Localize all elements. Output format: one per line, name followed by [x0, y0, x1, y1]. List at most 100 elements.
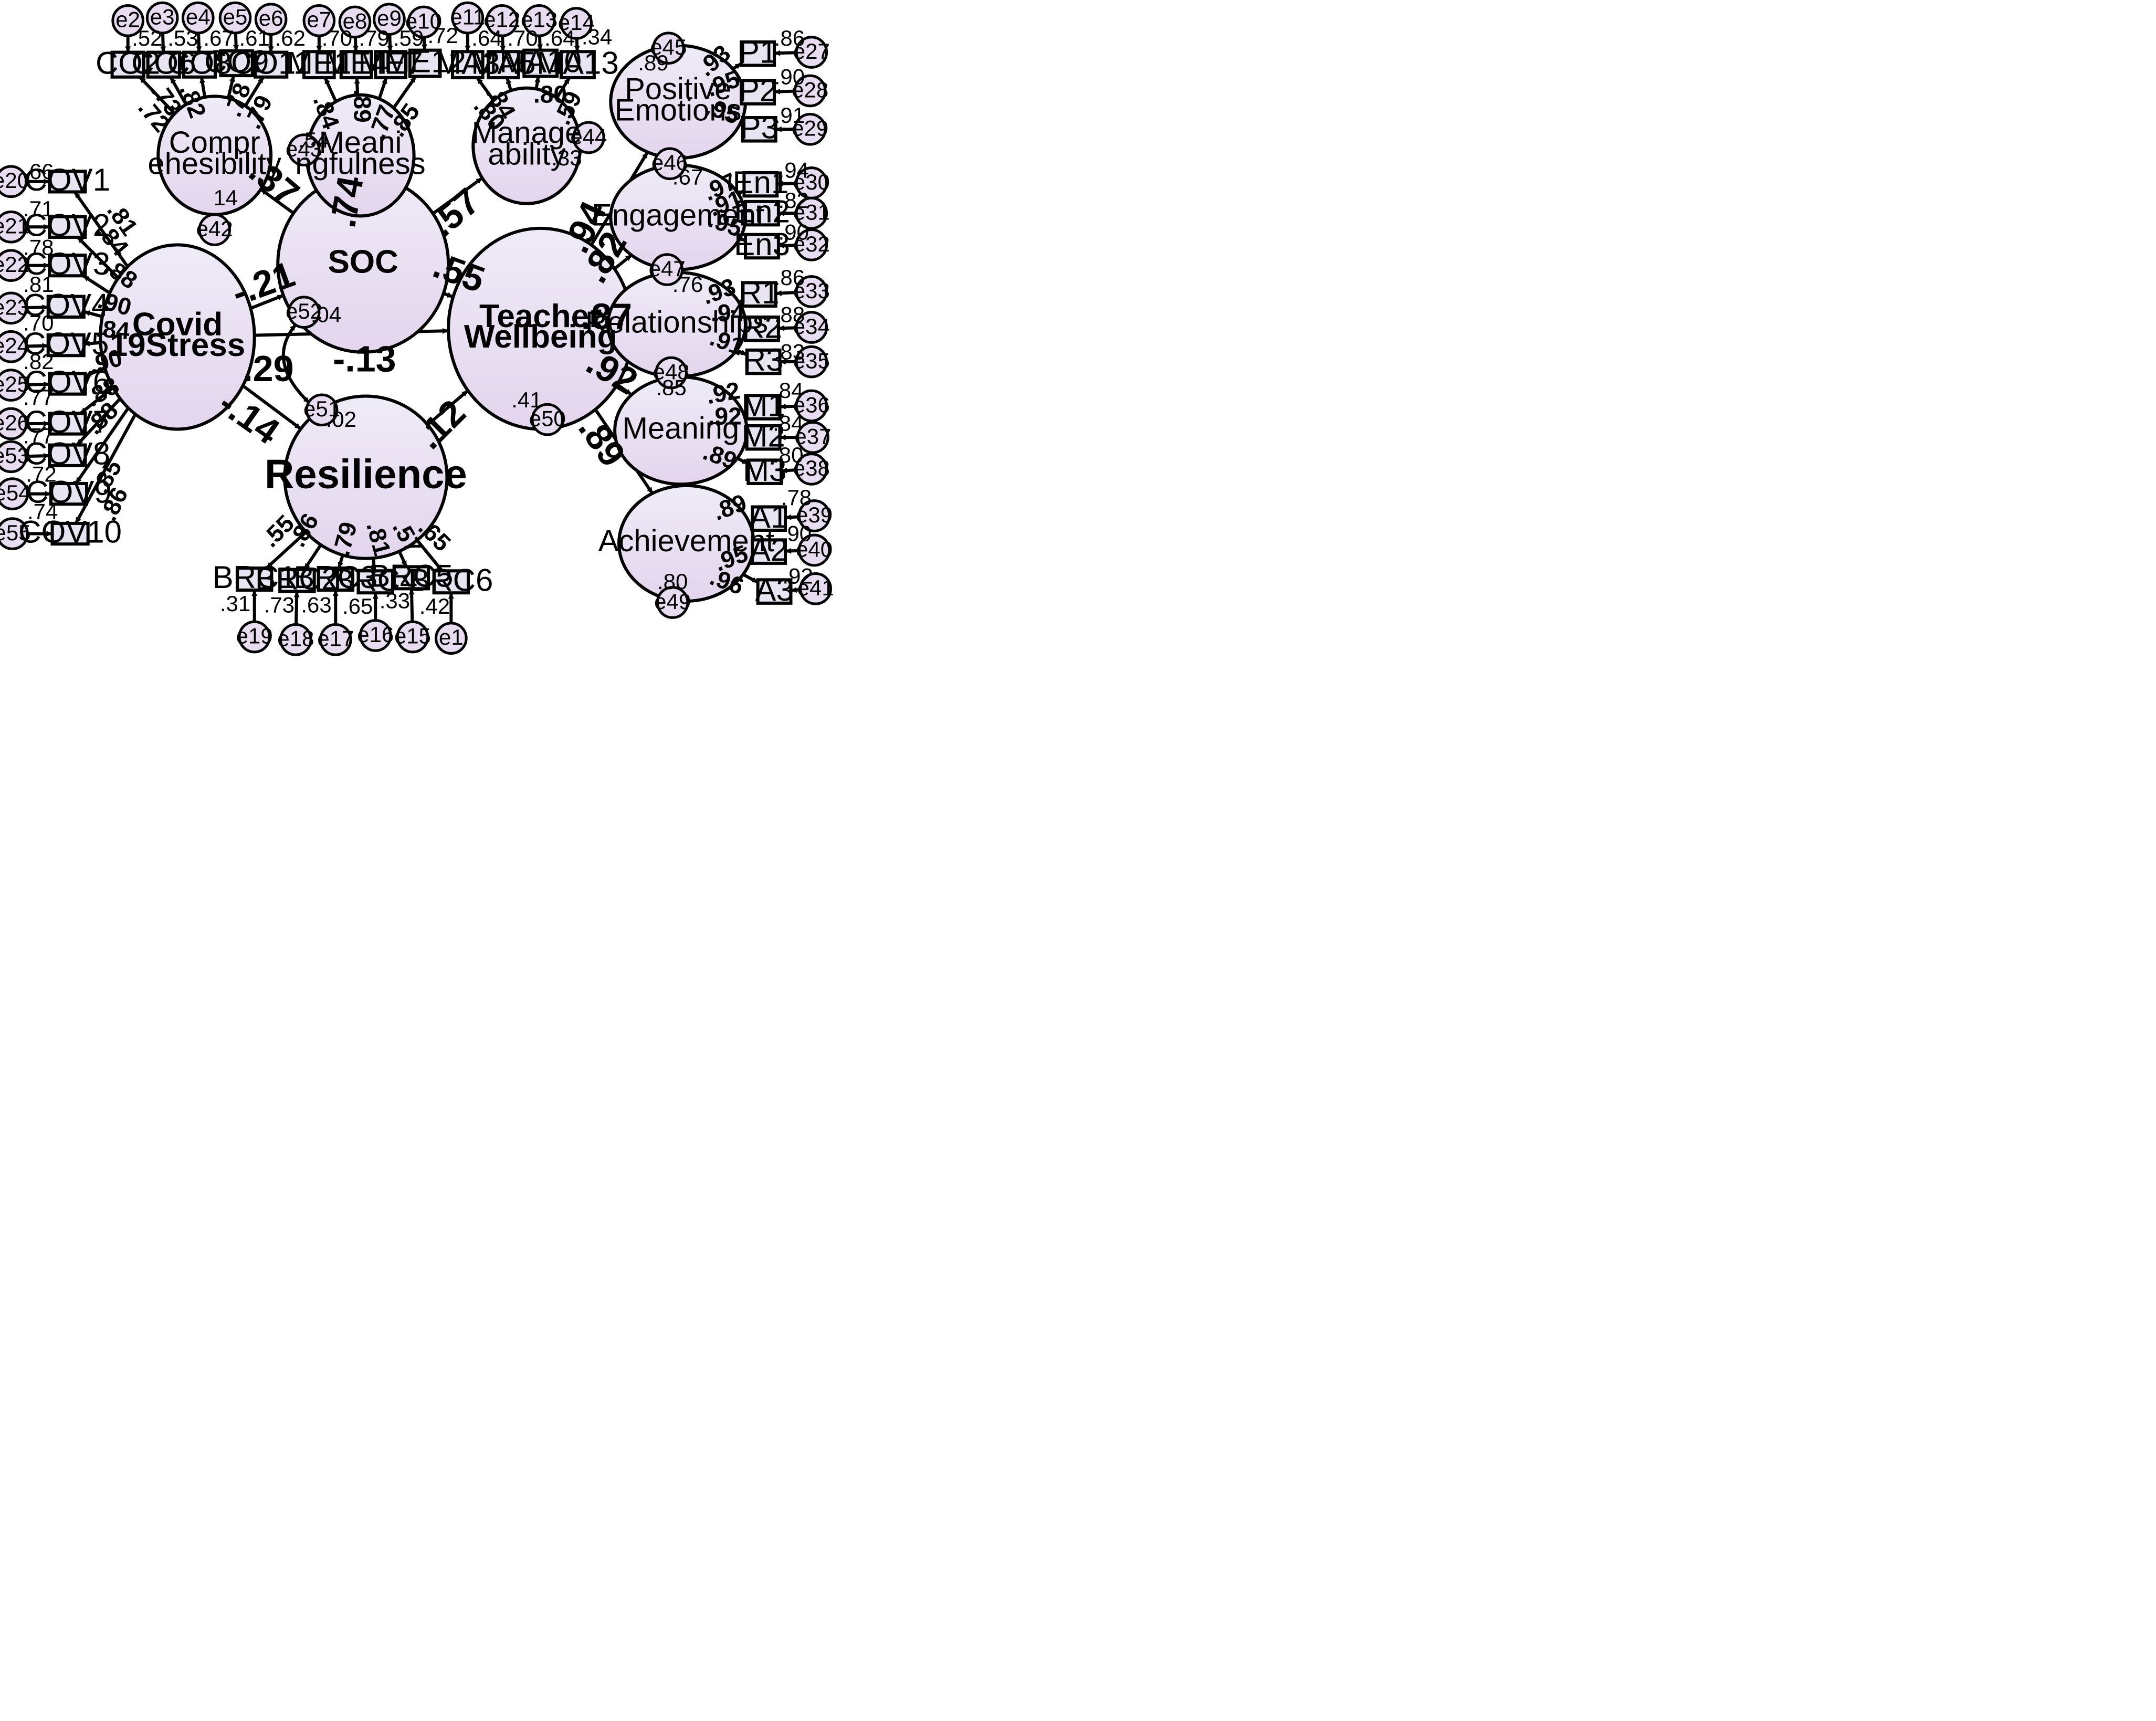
loading-arrow-ma13 — [555, 77, 571, 99]
indicator-cov6 — [48, 372, 87, 396]
error-e37-label: e37 — [794, 424, 831, 449]
error-e40 — [797, 533, 831, 567]
error-arrow-e23 — [26, 304, 48, 310]
indicator-en3-label: En3 — [734, 227, 790, 262]
error-e4-label: e4 — [186, 4, 211, 29]
indicator-co9 — [219, 49, 254, 78]
indicator-a2 — [751, 538, 787, 565]
indicator-brc6 — [432, 569, 470, 595]
loading-arrow-me1 — [323, 77, 338, 102]
indicator-en1 — [742, 171, 779, 198]
error-e17 — [319, 623, 352, 656]
indicator-brc3-label: BRC3 — [293, 560, 377, 595]
error-e25-label: e25 — [0, 372, 29, 396]
loading-arrow-cov9 — [75, 407, 130, 485]
error-e34-label: e34 — [793, 314, 830, 339]
shapes-layer — [0, 1, 832, 656]
r2-en2: .82 — [779, 188, 809, 213]
latent-pe-label: Emotions — [615, 93, 742, 128]
error-arrow-e39 — [785, 514, 800, 520]
error-arrow-e18 — [293, 591, 300, 625]
indicator-me12 — [408, 48, 442, 78]
indicator-cov7-label: COV7 — [25, 404, 110, 439]
r2-en1: .94 — [779, 158, 809, 183]
indicator-en2-label: En2 — [734, 194, 790, 229]
r2-brc3: .63 — [301, 593, 331, 617]
r2-a3: .92 — [782, 563, 813, 588]
r2-m1: .84 — [773, 378, 803, 403]
error-e37 — [796, 421, 829, 454]
error-e26 — [0, 407, 28, 440]
error-e35-label: e35 — [793, 348, 830, 373]
error-e27-label: e27 — [793, 39, 830, 64]
loading-ma10: .80 — [533, 81, 567, 108]
error-e16-label: e16 — [357, 622, 394, 647]
error-e6 — [254, 3, 288, 36]
latent-pe-label: Positive — [625, 72, 731, 106]
indicator-cov1 — [48, 170, 87, 194]
latent-ac-label: Achievement — [598, 524, 774, 558]
error-e26-label: e26 — [0, 410, 29, 435]
path-soc-to-co — [260, 188, 295, 215]
indicator-r1 — [741, 281, 777, 308]
indicator-co11-label: CO11 — [231, 45, 311, 80]
error-e40-label: e40 — [796, 537, 833, 561]
latent-co-label: ehesibility — [148, 147, 281, 181]
error-arrow-e4 — [196, 33, 202, 53]
indicator-co11 — [254, 50, 289, 79]
indicator-p2-label: P2 — [739, 73, 777, 108]
indicator-me1 — [302, 50, 336, 80]
loading-arrow-ma10 — [534, 76, 541, 89]
r2-en: .67 — [672, 165, 703, 190]
error-e13 — [522, 4, 556, 37]
indicator-co9-label: CO9 — [204, 44, 269, 79]
r2-soc: .04 — [311, 302, 341, 327]
error-e53-label: e53 — [0, 443, 29, 468]
loading-arrow-me12 — [392, 75, 417, 109]
indicator-cov9 — [49, 481, 89, 506]
r2-co9: .61 — [239, 26, 270, 50]
latent-me-label: ngfulness — [295, 147, 425, 181]
r2-r3: .83 — [774, 339, 805, 364]
latent-en-label: Engagement — [592, 198, 764, 232]
r2-ma3: .64 — [471, 26, 502, 50]
disturbance-e51 — [305, 393, 339, 427]
indicator-m1 — [745, 394, 782, 421]
indicator-a3-label: A3 — [755, 572, 793, 607]
r2-p2: .90 — [774, 64, 805, 89]
indicator-r1-label: R1 — [739, 275, 780, 310]
error-e41 — [799, 572, 832, 605]
r2-a2: .90 — [781, 521, 812, 545]
indicator-brc3 — [317, 566, 355, 592]
indicator-co6-label: CO6 — [131, 45, 196, 80]
indicator-m2 — [745, 424, 782, 451]
r2-cov8: .77 — [23, 423, 54, 448]
error-e20 — [0, 165, 28, 198]
r2-ma13: .34 — [582, 24, 612, 49]
error-e54 — [0, 477, 29, 510]
latent-co-label: Compr — [169, 125, 260, 160]
error-arrow-e30 — [777, 181, 797, 187]
loading-arrow-co2 — [138, 76, 176, 115]
latent-tw-label: Teacher — [479, 298, 602, 334]
error-e4 — [181, 1, 215, 35]
error-e55 — [0, 517, 29, 550]
error-e54-label: e54 — [0, 480, 31, 505]
indicator-cov9-label: COV9 — [26, 475, 111, 510]
r2-ac: .80 — [657, 569, 688, 594]
loading-arrow-brc5 — [397, 550, 408, 568]
error-e14 — [560, 7, 593, 40]
loading-arrow-a3 — [742, 573, 759, 584]
error-e2 — [111, 4, 144, 37]
indicator-ma10 — [522, 48, 559, 78]
disturbance-e42 — [198, 213, 232, 246]
loading-arrow-ma3 — [476, 77, 495, 101]
disturbance-e45 — [652, 32, 685, 65]
indicator-me4-label: ME4 — [324, 45, 388, 80]
labels-layer: Covid19StressSOCResilienceTeacherWellbei… — [0, 4, 834, 650]
error-e8-label: e8 — [343, 8, 367, 33]
error-e35 — [795, 345, 828, 379]
error-e1-label: e1 — [439, 625, 464, 649]
r2-cov4: .81 — [23, 272, 54, 297]
error-e53 — [0, 440, 28, 474]
